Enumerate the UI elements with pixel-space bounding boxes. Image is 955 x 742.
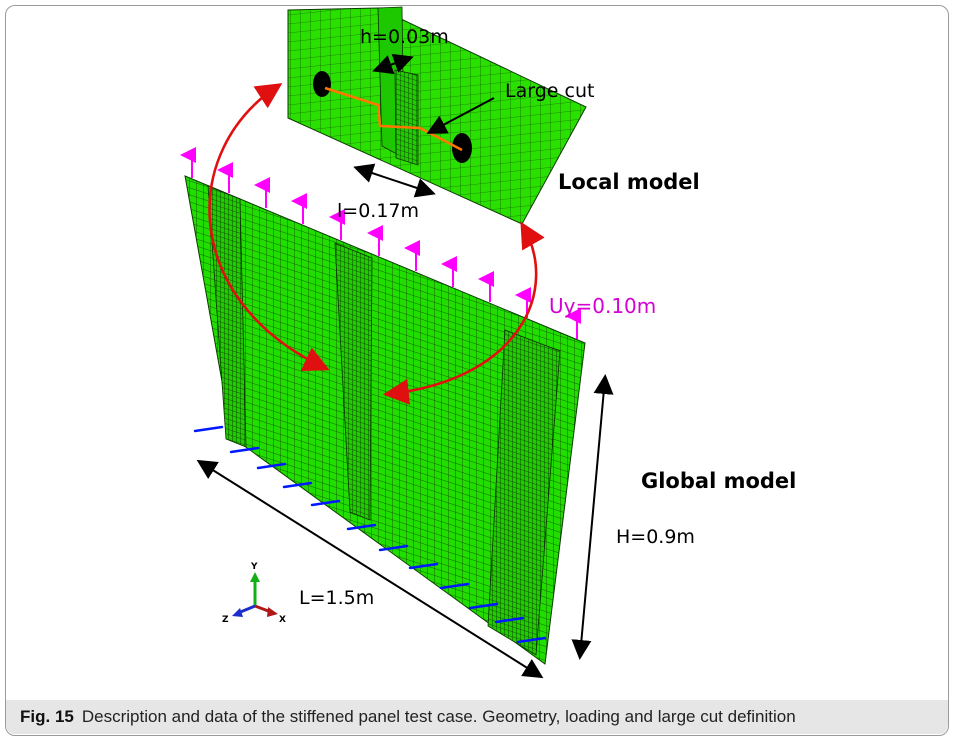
figure-caption: Fig. 15 Description and data of the stiff… bbox=[20, 707, 796, 727]
figure-frame bbox=[5, 5, 949, 736]
caption-text: Description and data of the stiffened pa… bbox=[81, 707, 796, 726]
dimension-arrows bbox=[196, 53, 614, 679]
axis-z-label: Z bbox=[222, 615, 229, 625]
figure-number: Fig. 15 bbox=[20, 707, 74, 726]
label-large-cut: Large cut bbox=[505, 80, 594, 102]
caption-background bbox=[6, 700, 948, 734]
label-local-model: Local model bbox=[558, 170, 700, 194]
large-cut-line bbox=[324, 86, 463, 152]
label-uy: Uy=0.10m bbox=[549, 294, 656, 318]
label-h: h=0.03m bbox=[360, 26, 449, 48]
label-H: H=0.9m bbox=[616, 526, 695, 548]
label-global-model: Global model bbox=[641, 469, 796, 493]
axis-triad: Y Z X bbox=[222, 562, 286, 625]
label-L: L=1.5m bbox=[299, 587, 374, 609]
axis-x-label: X bbox=[279, 615, 286, 625]
axis-y-label: Y bbox=[250, 562, 258, 572]
label-l: l=0.17m bbox=[337, 200, 419, 222]
global-model-panel bbox=[184, 175, 586, 665]
local-global-link-arrows bbox=[208, 83, 545, 405]
